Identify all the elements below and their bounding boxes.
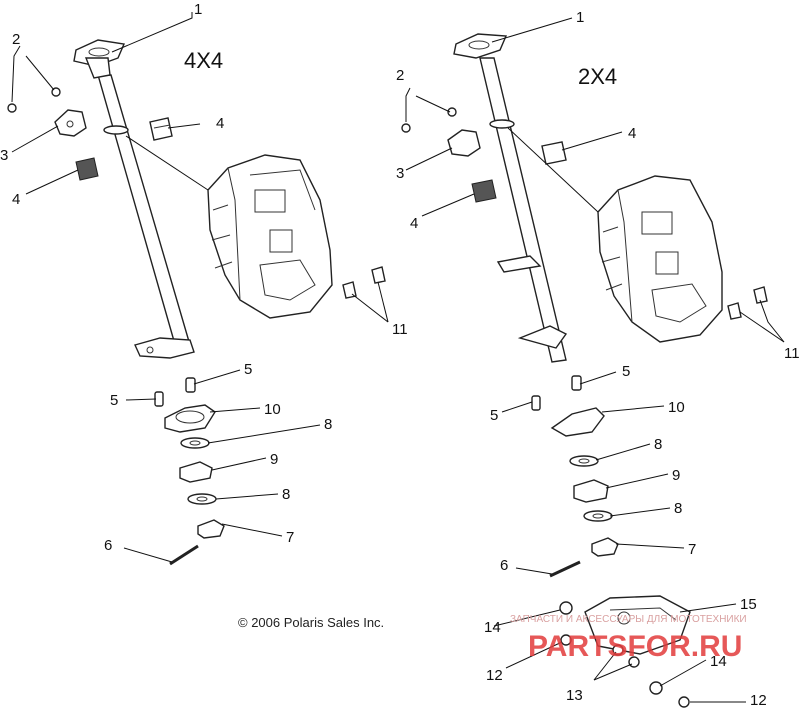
- callout-5-left-2x4: 5: [490, 407, 498, 424]
- bushing-9-4x4: [179, 461, 213, 483]
- callout-4-lower-4x4: 4: [12, 191, 20, 208]
- callout-6-4x4: 6: [104, 537, 112, 554]
- callout-3-4x4: 3: [0, 147, 8, 164]
- copyright-notice: © 2006 Polaris Sales Inc.: [238, 615, 384, 630]
- callout-11-4x4: 11: [392, 321, 408, 338]
- screw-2b-2x4: [447, 107, 457, 117]
- assembly-4x4: [7, 12, 389, 566]
- bolt-6-4x4: [169, 544, 199, 566]
- bushing-7-2x4: [591, 537, 619, 557]
- heading-2x4: 2X4: [578, 64, 617, 89]
- nut-14b-2x4: [649, 681, 663, 695]
- dash-panel-2x4: [597, 175, 723, 343]
- callout-10-4x4: 10: [264, 401, 281, 418]
- callout-4-upper-2x4: 4: [628, 125, 636, 142]
- screw-2a-4x4: [7, 103, 17, 113]
- callout-14-right-2x4: 14: [710, 653, 727, 670]
- pin-5a-2x4: [531, 395, 541, 411]
- callout-11-2x4: 11: [784, 345, 800, 362]
- callout-10-2x4: 10: [668, 399, 685, 416]
- clip-4-lower-4x4: [75, 157, 99, 181]
- callout-3-2x4: 3: [396, 165, 404, 182]
- callout-4-upper-4x4: 4: [216, 115, 224, 132]
- callout-8-upper-2x4: 8: [654, 436, 662, 453]
- pin-5b-2x4: [571, 375, 582, 391]
- leaders-2x4: [405, 17, 785, 703]
- callout-6-2x4: 6: [500, 557, 508, 574]
- callout-1-2x4: 1: [576, 9, 584, 26]
- housing-10-4x4: [164, 404, 216, 433]
- callout-5-right-4x4: 5: [244, 361, 252, 378]
- callout-5-right-2x4: 5: [622, 363, 630, 380]
- callout-9-2x4: 9: [672, 467, 680, 484]
- callout-8-upper-4x4: 8: [324, 416, 332, 433]
- washer-8a-2x4: [569, 455, 599, 467]
- heading-4x4: 4X4: [184, 48, 223, 73]
- callout-1-4x4: 1: [194, 1, 202, 18]
- clip-4-lower-2x4: [471, 179, 497, 203]
- callout-5-left-4x4: 5: [110, 392, 118, 409]
- callout-4-lower-2x4: 4: [410, 215, 418, 232]
- callout-13-2x4: 13: [566, 687, 583, 704]
- steering-column-4x4: [73, 39, 195, 359]
- callout-14-left-2x4: 14: [484, 619, 501, 636]
- callout-8-lower-2x4: 8: [674, 500, 682, 517]
- watermark-tagline: ЗАПЧАСТИ И АКСЕССУАРЫ ДЛЯ МОТОТЕХНИКИ: [510, 614, 747, 625]
- fastener-11b-4x4: [371, 266, 386, 284]
- callout-12-left-2x4: 12: [486, 667, 503, 684]
- pin-5a-4x4: [154, 391, 164, 407]
- bolt-6-2x4: [549, 560, 581, 578]
- dash-panel-4x4: [207, 154, 333, 319]
- steering-column-2x4: [453, 33, 568, 363]
- callout-2-4x4: 2: [12, 31, 20, 48]
- callout-12-right-2x4: 12: [750, 692, 767, 708]
- clip-4-upper-4x4: [149, 117, 173, 141]
- callout-7-2x4: 7: [688, 541, 696, 558]
- housing-10-2x4: [550, 407, 605, 437]
- watermark: ЗАПЧАСТИ И АКСЕССУАРЫ ДЛЯ МОТОТЕХНИКИ PA…: [510, 614, 747, 663]
- fastener-11a-2x4: [727, 302, 742, 320]
- leaders-4x4: [11, 12, 389, 563]
- callout-7-4x4: 7: [286, 529, 294, 546]
- callout-2-2x4: 2: [396, 67, 404, 84]
- bushing-9-2x4: [573, 479, 609, 503]
- clip-4-upper-2x4: [541, 141, 567, 165]
- bolt-12b-2x4: [678, 696, 690, 708]
- bushing-7-4x4: [197, 519, 225, 539]
- bracket-3-4x4: [54, 109, 87, 137]
- fastener-11b-2x4: [753, 286, 768, 304]
- callout-8-lower-4x4: 8: [282, 486, 290, 503]
- callout-9-4x4: 9: [270, 451, 278, 468]
- bolt-12a-2x4: [560, 634, 572, 646]
- washer-8b-2x4: [583, 510, 613, 522]
- washer-8a-4x4: [180, 437, 210, 449]
- bracket-3-2x4: [447, 129, 481, 157]
- washer-8b-4x4: [187, 493, 217, 505]
- assembly-2x4: [401, 17, 785, 708]
- watermark-logo: PARTSFOR.RU: [528, 630, 742, 663]
- callout-15-2x4: 15: [740, 596, 757, 613]
- pin-5b-4x4: [185, 377, 196, 393]
- screw-2a-2x4: [401, 123, 411, 133]
- nut-14a-2x4: [559, 601, 573, 615]
